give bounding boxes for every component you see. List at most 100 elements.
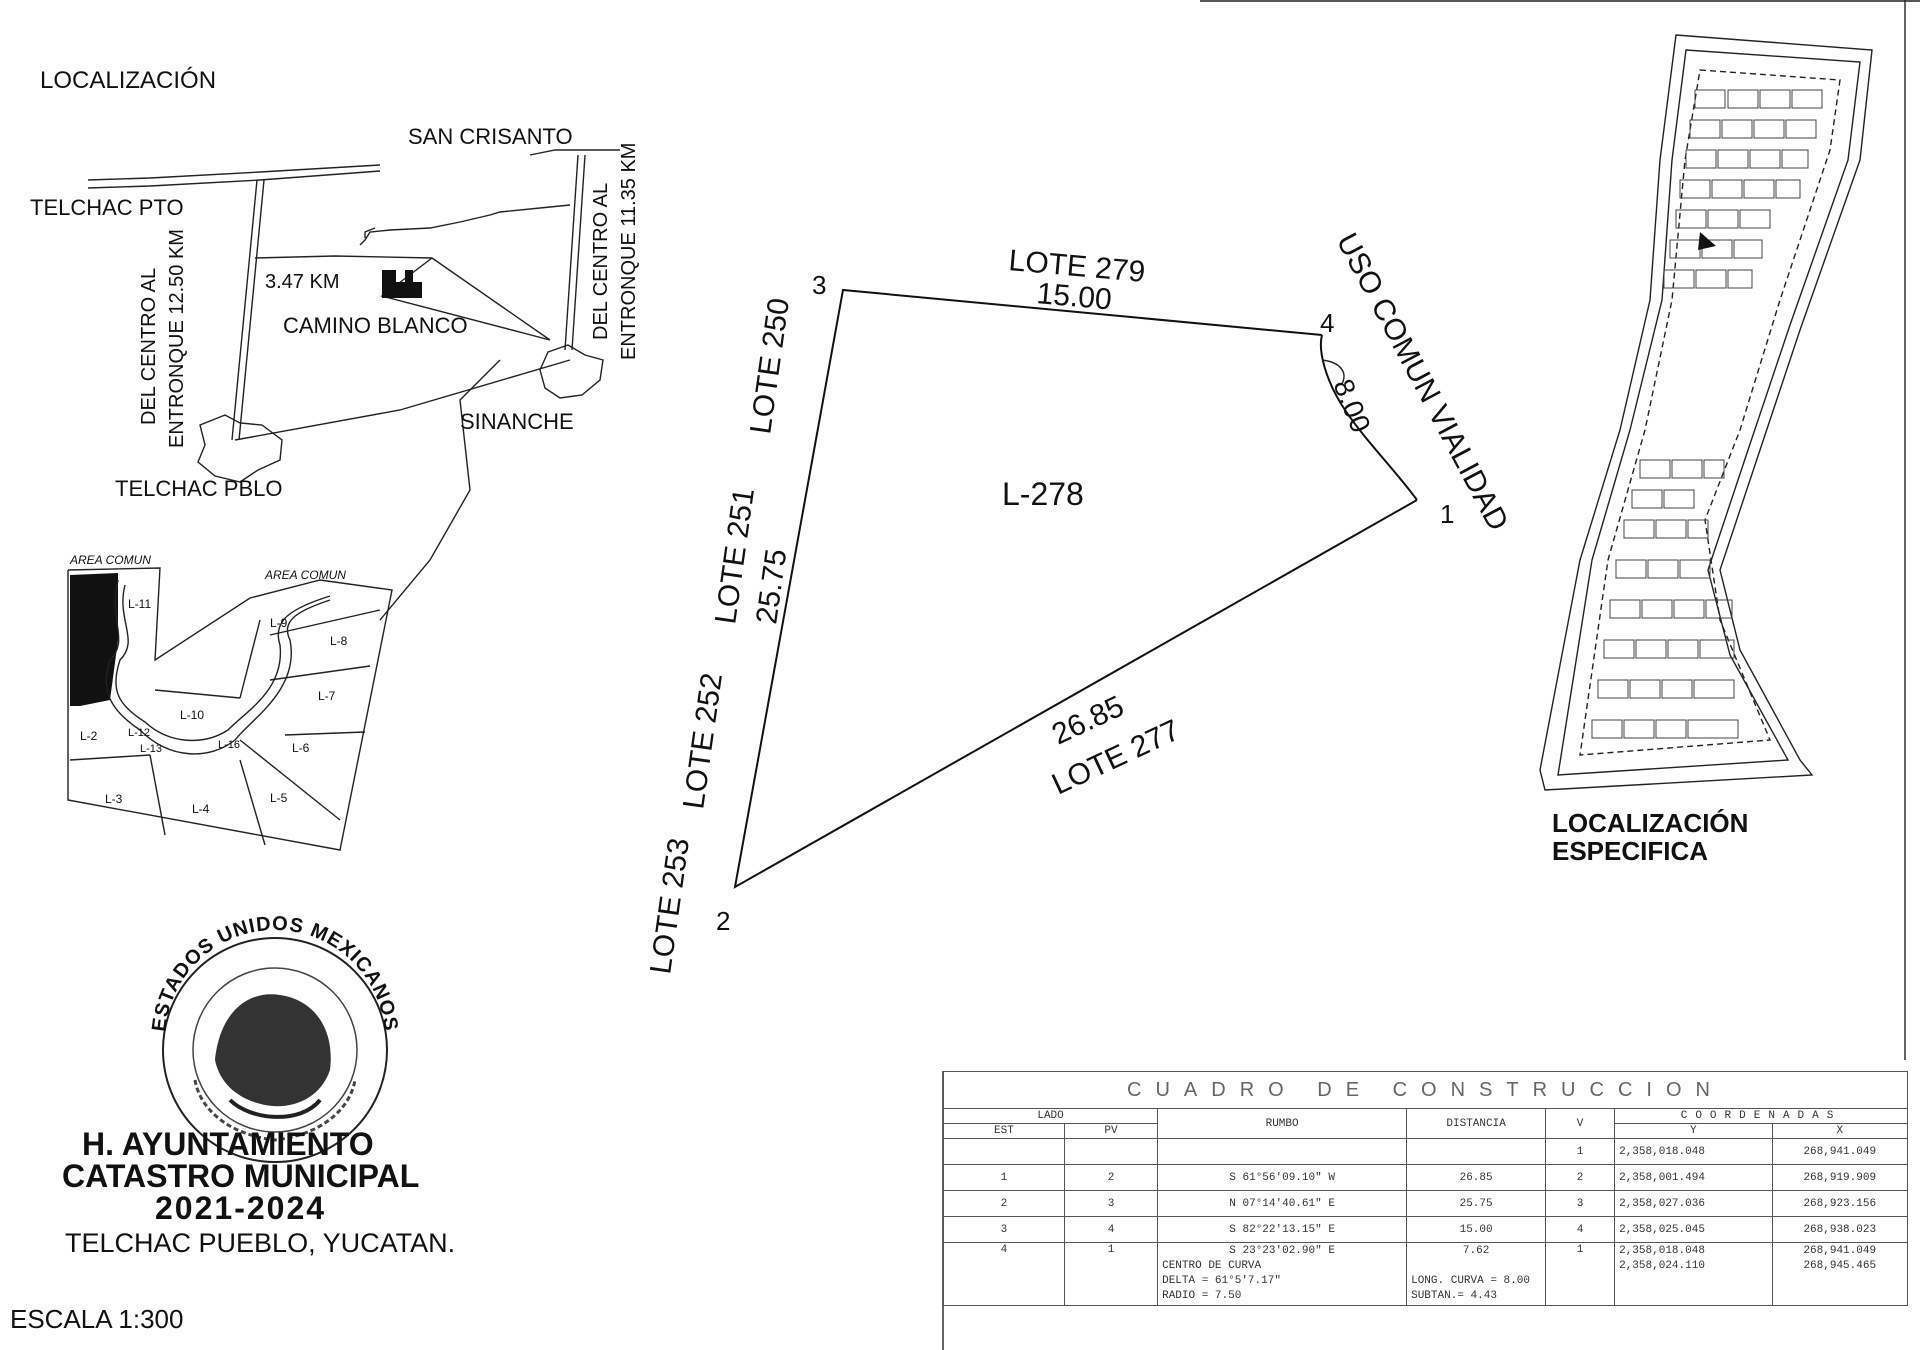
cell-y: 2,358,001.494 [1614, 1164, 1773, 1191]
table-row: 1 2 S 61°56'09.10" W 26.85 2 2,358,001.4… [943, 1164, 1908, 1191]
lot-label: L-4 [192, 802, 210, 816]
cell-rumbo: S 82°22'13.15" E [1157, 1216, 1408, 1243]
cell-v: 1 [1545, 1138, 1616, 1165]
cell-v: 3 [1545, 1190, 1616, 1217]
cell-x: 268,938.023 [1771, 1216, 1908, 1243]
authority-line2: CATASTRO MUNICIPAL [62, 1158, 420, 1194]
label-telchac-pblo: TELCHAC PBLO [115, 476, 283, 501]
vertex-3: 3 [812, 270, 826, 300]
cell-rumbo: S 61°56'09.10" W [1157, 1164, 1408, 1191]
lot-label: L-16 [218, 739, 240, 751]
curve-dist: 7.62 [1462, 1245, 1490, 1257]
lot-label: L-2 [80, 729, 98, 743]
authority-line3: 2021-2024 [155, 1190, 327, 1226]
lot-label: L-9 [270, 616, 288, 630]
cell-x: 268,941.049 [1771, 1138, 1908, 1165]
lot-label: L-10 [180, 708, 204, 722]
cell-v: 2 [1545, 1164, 1616, 1191]
curve-centro: CENTRO DE CURVA [1162, 1260, 1262, 1272]
cell-rumbo: N 07°14'40.61" E [1157, 1190, 1408, 1217]
neighbor-left-lote-253: LOTE 253 [644, 836, 696, 976]
cell-pv: 4 [1063, 1216, 1159, 1243]
neighbor-left-lote-250: LOTE 250 [744, 296, 796, 436]
label-km-347: 3.47 KM [265, 271, 339, 293]
header-rumbo: RUMBO [1157, 1108, 1408, 1139]
construction-table: CUADRO DE CONSTRUCCION LADO RUMBO DISTAN… [942, 1071, 1908, 1306]
cell-est: 2 [943, 1190, 1065, 1217]
curve-side-4-1 [1319, 334, 1418, 501]
scale-label: ESCALA 1:300 [10, 1304, 184, 1334]
table-row-curve: 4 1 S 23°23'02.90" E CENTRO DE CURVA DEL… [943, 1242, 1908, 1306]
cell-v: 1 [1545, 1242, 1616, 1306]
header-est: EST [943, 1123, 1065, 1139]
cell-y: 2,358,025.045 [1614, 1216, 1773, 1243]
label-road-right-2: ENTRONQUE 11.35 KM [618, 143, 640, 360]
lot-label: L-11 [128, 597, 151, 611]
camino-blanco-marker [382, 270, 396, 298]
authority-line4: TELCHAC PUEBLO, YUCATAN. [65, 1228, 456, 1258]
location-pointer-icon [1698, 232, 1716, 250]
lot-label: L-5 [270, 791, 288, 805]
lot-id-label: L-278 [1002, 476, 1084, 512]
curve-centro-y: 2,358,024.110 [1619, 1260, 1705, 1272]
cell-rumbo-curve: S 23°23'02.90" E CENTRO DE CURVA DELTA =… [1157, 1242, 1408, 1306]
label-telchac-pto: TELCHAC PTO [30, 195, 184, 220]
curve-subtan: SUBTAN.= 4.43 [1411, 1290, 1497, 1302]
authority-line1: H. AYUNTAMIENTO [82, 1126, 374, 1162]
location-title: LOCALIZACIÓN [40, 67, 216, 94]
label-area-comun-right: AREA COMUN [264, 568, 346, 582]
cell-distancia: 25.75 [1406, 1190, 1547, 1217]
cell-distancia: 26.85 [1406, 1164, 1547, 1191]
label-road-left-1: DEL CENTRO AL [138, 268, 160, 425]
vertex-2: 2 [716, 906, 730, 936]
curve-x: 268,941.049 [1803, 1245, 1877, 1257]
vertex-1: 1 [1440, 499, 1454, 529]
label-sinanche: SINANCHE [460, 409, 574, 434]
cell-est: 3 [943, 1216, 1065, 1243]
header-distancia: DISTANCIA [1406, 1108, 1547, 1139]
header-lado: LADO [942, 1108, 1159, 1124]
label-road-left-2: ENTRONQUE 12.50 KM [166, 229, 188, 448]
table-row: 1 2,358,018.048 268,941.049 [943, 1138, 1908, 1165]
lot-label: L-6 [292, 741, 310, 755]
header-v: V [1545, 1108, 1616, 1139]
distance-4-1: 8.00 [1327, 375, 1376, 437]
cell-x: 268,923.156 [1771, 1190, 1908, 1217]
cell-distancia-curve: 7.62 LONG. CURVA = 8.00 SUBTAN.= 4.43 [1406, 1242, 1547, 1306]
cell-pv: 1 [1063, 1242, 1159, 1306]
specific-title-1: LOCALIZACIÓN [1552, 808, 1748, 838]
cell-pv: 2 [1063, 1164, 1159, 1191]
curve-centro-x: 268,945.465 [1803, 1260, 1877, 1272]
cell-v: 4 [1545, 1216, 1616, 1243]
location-map: LOCALIZACIÓN TELCHAC PTO SAN CRISANTO 3.… [30, 67, 640, 621]
cell-x-curve: 268,941.049 268,945.465 [1771, 1242, 1908, 1306]
header-y: Y [1614, 1123, 1773, 1139]
table-title: CUADRO DE CONSTRUCCION [943, 1071, 1908, 1109]
cell-y: 2,358,018.048 [1614, 1138, 1773, 1165]
cell-y-curve: 2,358,018.048 2,358,024.110 [1614, 1242, 1773, 1306]
cell-pv: 3 [1063, 1190, 1159, 1217]
cell-est: 1 [943, 1164, 1065, 1191]
cell-x: 268,919.909 [1771, 1164, 1908, 1191]
lot-label: L-12 [128, 727, 150, 739]
table-row: 3 4 S 82°22'13.15" E 15.00 4 2,358,025.0… [943, 1216, 1908, 1243]
cell-est: 4 [943, 1242, 1065, 1306]
lot-label: L-3 [105, 792, 123, 806]
label-camino-blanco: CAMINO BLANCO [283, 313, 468, 338]
curve-y: 2,358,018.048 [1619, 1245, 1705, 1257]
cell-y: 2,358,027.036 [1614, 1190, 1773, 1217]
lot-label: L-13 [140, 743, 162, 755]
curve-delta: DELTA = 61°5'7.17" [1162, 1275, 1281, 1287]
lot-polygon: 3 4 1 2 L-278 LOTE 279 15.00 USO COMUN V… [644, 228, 1514, 976]
header-pv: PV [1063, 1123, 1159, 1139]
curve-long: LONG. CURVA = 8.00 [1411, 1275, 1530, 1287]
cell-distancia: 15.00 [1406, 1216, 1547, 1243]
lot-label: L-8 [330, 634, 348, 648]
label-road-right-1: DEL CENTRO AL [590, 183, 612, 340]
label-area-comun-left: AREA COMUN [69, 553, 151, 567]
label-san-crisanto: SAN CRISANTO [408, 124, 573, 149]
lot-plan: AREA COMUN AREA COMUN L-11 L-10 L-9 L-8 … [67, 553, 393, 851]
header-coordenadas: COORDENADAS [1614, 1108, 1908, 1124]
distance-3-4: 15.00 [1035, 277, 1113, 316]
curve-rumbo: S 23°23'02.90" E [1229, 1245, 1335, 1257]
